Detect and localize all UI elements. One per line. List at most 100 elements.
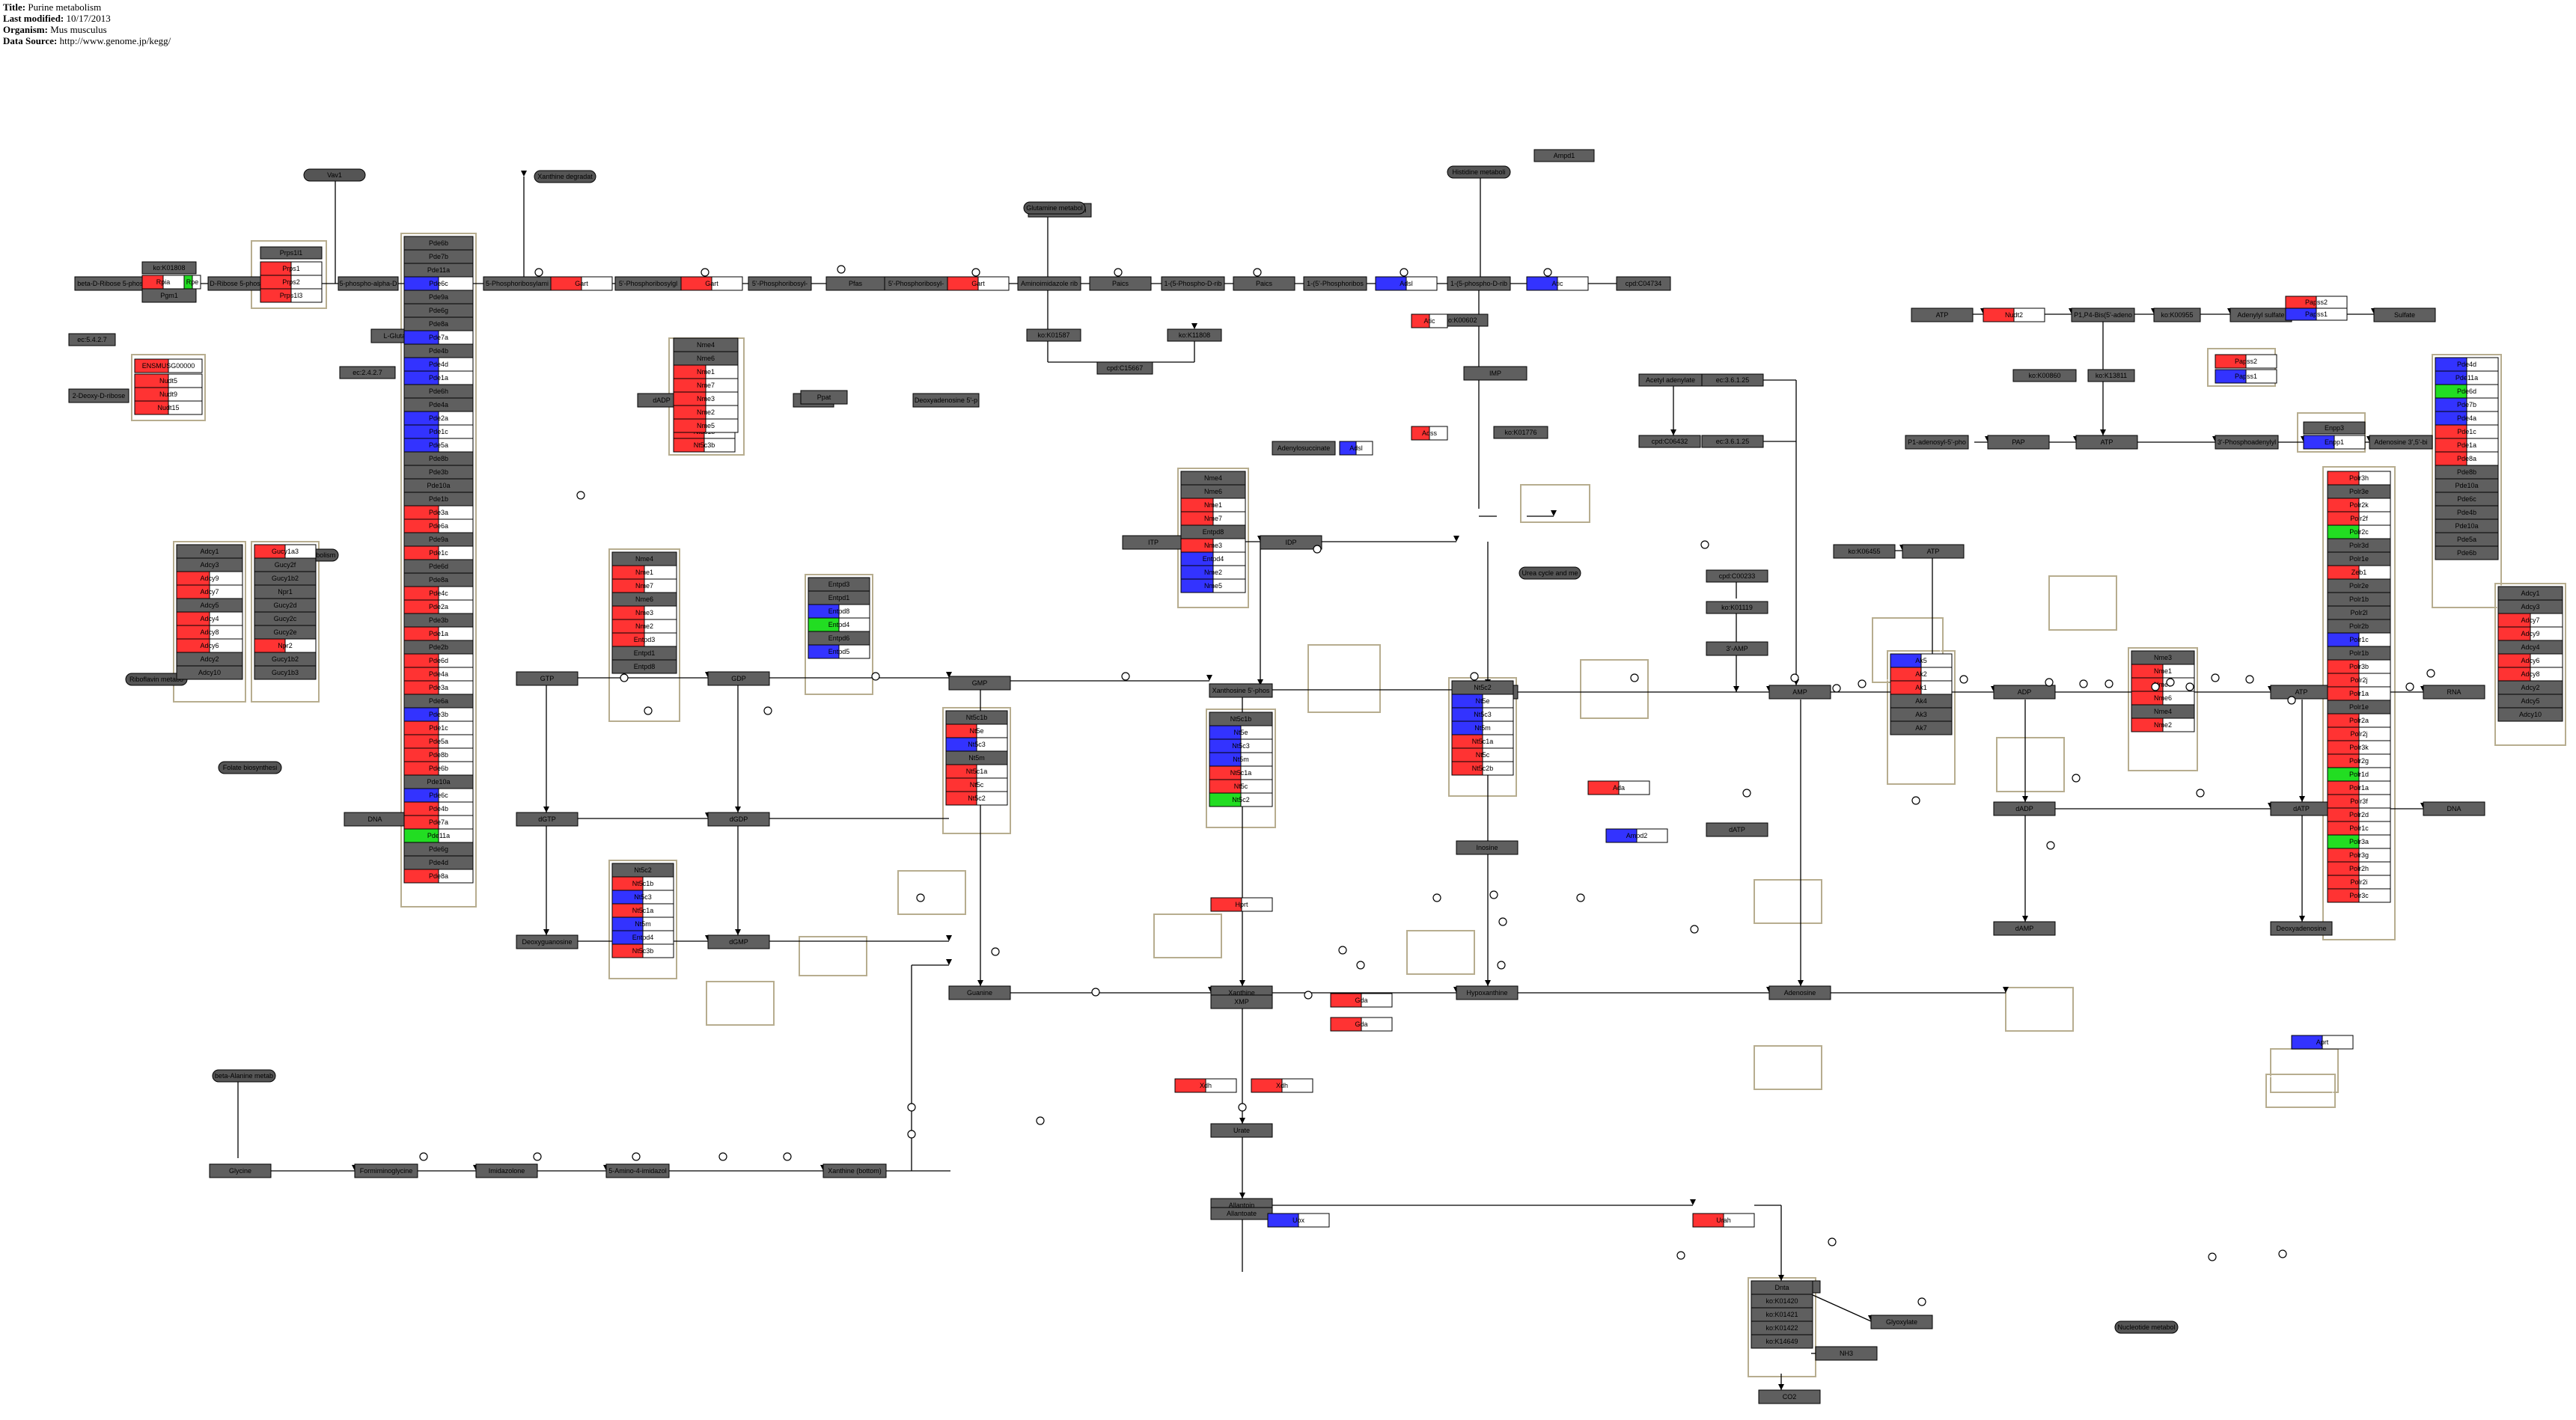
node-dna[interactable]: DNA xyxy=(2423,801,2485,816)
node-prps1l3[interactable]: Prps1l3 xyxy=(260,288,323,303)
gene-adcy8[interactable]: Adcy8 xyxy=(176,625,243,640)
gene-nme5[interactable]: Nme5 xyxy=(673,418,739,433)
gene-pde5a[interactable]: Pde5a xyxy=(403,734,474,749)
node-nucleotide-metabolism[interactable]: Nucleotide metabol xyxy=(2114,1320,2179,1334)
gene-nme1[interactable]: Nme1 xyxy=(673,364,739,379)
node-ko-k01808[interactable]: ko:K01808 xyxy=(141,261,197,275)
node-adenylosuccinate[interactable]: Adenylosuccinate xyxy=(1272,441,1336,456)
node-papss2[interactable]: Papss2 xyxy=(2285,296,2348,309)
node-5-phosphoribosylglycinamide[interactable]: 5'-Phosphoribosylgl xyxy=(614,276,682,291)
gene-entpd5[interactable]: Entpd5 xyxy=(808,644,870,659)
gene-entpd8[interactable]: Entpd8 xyxy=(808,604,870,619)
gene-nt5c[interactable]: Nt5c xyxy=(1209,779,1273,794)
node-adp[interactable]: ADP xyxy=(1993,685,2056,700)
gene-nt5m[interactable]: Nt5m xyxy=(611,916,674,931)
gene-polr3h[interactable]: Polr3h xyxy=(2327,471,2391,486)
node-p1-adenosyl-5-phosphosulfate[interactable]: P1-adenosyl-5'-pho xyxy=(1905,435,1969,450)
gene-pde6b[interactable]: Pde6b xyxy=(403,236,474,251)
node-prps1l1[interactable]: Prps1l1 xyxy=(260,246,323,260)
gene-nme7[interactable]: Nme7 xyxy=(611,578,677,593)
node-adenylyl-sulfate[interactable]: Adenylyl sulfate xyxy=(2229,307,2292,322)
gene-entpd1[interactable]: Entpd1 xyxy=(611,646,677,661)
node-enpp3[interactable]: Enpp3 xyxy=(2303,421,2366,435)
node-adenosine[interactable]: Adenosine xyxy=(1768,985,1831,1000)
gene-adcy1[interactable]: Adcy1 xyxy=(2497,586,2563,601)
node-5-phospho-alpha-d-ribose-1-diphosphate[interactable]: 5-phospho-alpha-D xyxy=(338,276,399,291)
node-inosine[interactable]: Inosine xyxy=(1456,840,1519,855)
node-xdh[interactable]: Xdh xyxy=(1174,1078,1237,1093)
gene-pde1b[interactable]: Pde1b xyxy=(403,492,474,507)
node-folate-biosynthesis[interactable]: Folate biosynthesi xyxy=(218,761,282,774)
node-pfas[interactable]: Pfas xyxy=(825,276,885,291)
node-paics[interactable]: Paics xyxy=(1233,276,1295,291)
node-cpd-c00233[interactable]: cpd:C00233 xyxy=(1706,569,1768,583)
node-glycine[interactable]: Glycine xyxy=(209,1163,272,1178)
gene-pde8b[interactable]: Pde8b xyxy=(403,451,474,466)
gene-nt5c2[interactable]: Nt5c2 xyxy=(945,791,1008,806)
node-xdh[interactable]: Xdh xyxy=(1251,1078,1313,1093)
node-dgmp[interactable]: dGMP xyxy=(707,934,770,949)
node-gart[interactable]: Gart xyxy=(947,276,1010,291)
gene-polr1c[interactable]: Polr1c xyxy=(2327,632,2391,647)
gene-pde6h[interactable]: Pde6h xyxy=(403,384,474,399)
node-5-phosphoribosylamine[interactable]: 5-Phosphoribosylami xyxy=(483,276,552,291)
node-acetyl-adenylate[interactable]: Acetyl adenylate xyxy=(1638,373,1703,387)
node-dna[interactable]: DNA xyxy=(344,812,406,827)
gene-pde3b[interactable]: Pde3b xyxy=(403,707,474,722)
gene-pde3b[interactable]: Pde3b xyxy=(403,465,474,480)
node-itp[interactable]: ITP xyxy=(1122,535,1185,550)
gene-pde6g[interactable]: Pde6g xyxy=(403,842,474,857)
gene-ak5[interactable]: Ak5 xyxy=(1890,653,1953,668)
gene-nt5c1a[interactable]: Nt5c1a xyxy=(1451,734,1514,749)
gene-adcy7[interactable]: Adcy7 xyxy=(176,584,243,599)
gene-polr1d[interactable]: Polr1d xyxy=(2327,767,2391,782)
node-dgdp[interactable]: dGDP xyxy=(707,812,770,827)
node-atp[interactable]: ATP xyxy=(2270,685,2333,700)
gene-nme1[interactable]: Nme1 xyxy=(1180,498,1246,512)
gene-pde6c[interactable]: Pde6c xyxy=(403,788,474,803)
node-rna[interactable]: RNA xyxy=(2423,685,2485,700)
gene-ak2[interactable]: Ak2 xyxy=(1890,667,1953,682)
gene-pde1c[interactable]: Pde1c xyxy=(2435,424,2499,439)
gene-entpd6[interactable]: Entpd6 xyxy=(808,631,870,646)
node-gart[interactable]: Gart xyxy=(550,276,613,291)
node-ec-5-4-2-7[interactable]: ec:5.4.2.7 xyxy=(68,333,116,346)
node-cpd-c15667[interactable]: cpd:C15667 xyxy=(1096,361,1153,375)
node-gda[interactable]: Gda xyxy=(1330,1017,1393,1032)
gene-polr2k[interactable]: Polr2k xyxy=(2327,498,2391,512)
node-gda[interactable]: Gda xyxy=(1330,993,1393,1008)
gene-adcy10[interactable]: Adcy10 xyxy=(176,665,243,680)
gene-polr3g[interactable]: Polr3g xyxy=(2327,848,2391,863)
node-ensmusg00000[interactable]: ENSMUSG00000 xyxy=(134,358,203,373)
node-nudt5[interactable]: Nudt5 xyxy=(134,373,203,388)
gene-nt5c[interactable]: Nt5c xyxy=(1451,747,1514,762)
node-riboflavin-metabolism[interactable]: Riboflavin metabo xyxy=(125,673,188,686)
gene-polr2j[interactable]: Polr2j xyxy=(2327,726,2391,741)
node-papss1[interactable]: Papss1 xyxy=(2285,307,2348,321)
gene-adcy3[interactable]: Adcy3 xyxy=(2497,599,2563,614)
gene-nme6[interactable]: Nme6 xyxy=(2131,691,2195,706)
node-1-5-phospho-d-ribosyl-5-amino[interactable]: 1-(5-Phospho-D-rib xyxy=(1161,276,1225,291)
node-beta-alanine-metabolism[interactable]: beta-Alanine metab xyxy=(212,1069,276,1083)
gene-gucy2e[interactable]: Gucy2e xyxy=(254,625,317,640)
gene-polr1e[interactable]: Polr1e xyxy=(2327,700,2391,714)
gene-polr3e[interactable]: Polr3e xyxy=(2327,484,2391,499)
node-deoxyadenosine-5-phosphate[interactable]: Deoxyadenosine 5'-p xyxy=(912,393,980,408)
gene-pde8b[interactable]: Pde8b xyxy=(2435,465,2499,480)
gene-adcy5[interactable]: Adcy5 xyxy=(2497,694,2563,709)
gene-entpd1[interactable]: Entpd1 xyxy=(808,590,870,605)
node-nudt15[interactable]: Nudt15 xyxy=(134,400,203,415)
gene-nme4[interactable]: Nme4 xyxy=(611,551,677,566)
gene-polr2b[interactable]: Polr2b xyxy=(2327,619,2391,634)
node-gart[interactable]: Gart xyxy=(680,276,743,291)
node-imidazolone[interactable]: Imidazolone xyxy=(475,1163,538,1178)
node-pap[interactable]: PAP xyxy=(1987,435,2050,450)
node-3-amp[interactable]: 3'-AMP xyxy=(1706,641,1768,656)
node-urea-cycle-and-metabolism[interactable]: Urea cycle and me xyxy=(1519,566,1581,580)
gene-pde8a[interactable]: Pde8a xyxy=(2435,451,2499,466)
gene-entpd4[interactable]: Entpd4 xyxy=(1180,551,1246,566)
gene-entpd3[interactable]: Entpd3 xyxy=(808,577,870,592)
node-nudt2[interactable]: Nudt2 xyxy=(1983,307,2045,322)
gene-polr2g[interactable]: Polr2g xyxy=(2327,753,2391,768)
gene-entpd4[interactable]: Entpd4 xyxy=(808,617,870,632)
